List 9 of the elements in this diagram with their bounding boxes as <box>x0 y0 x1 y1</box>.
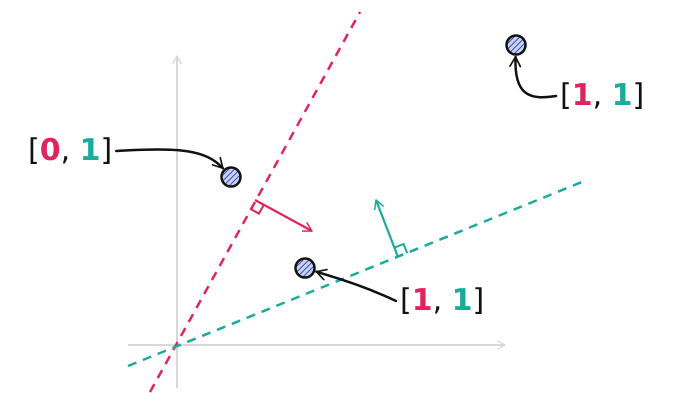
coordinate-label: [1, 1] <box>400 283 484 319</box>
point-marker <box>294 257 316 279</box>
coordinate-label: [1, 1] <box>560 78 644 114</box>
point-marker <box>505 34 527 56</box>
arrow <box>315 268 398 302</box>
coordinate-label: [0, 1] <box>28 133 112 169</box>
point-marker <box>220 166 242 188</box>
arrow <box>509 56 558 98</box>
arrow <box>115 148 224 170</box>
